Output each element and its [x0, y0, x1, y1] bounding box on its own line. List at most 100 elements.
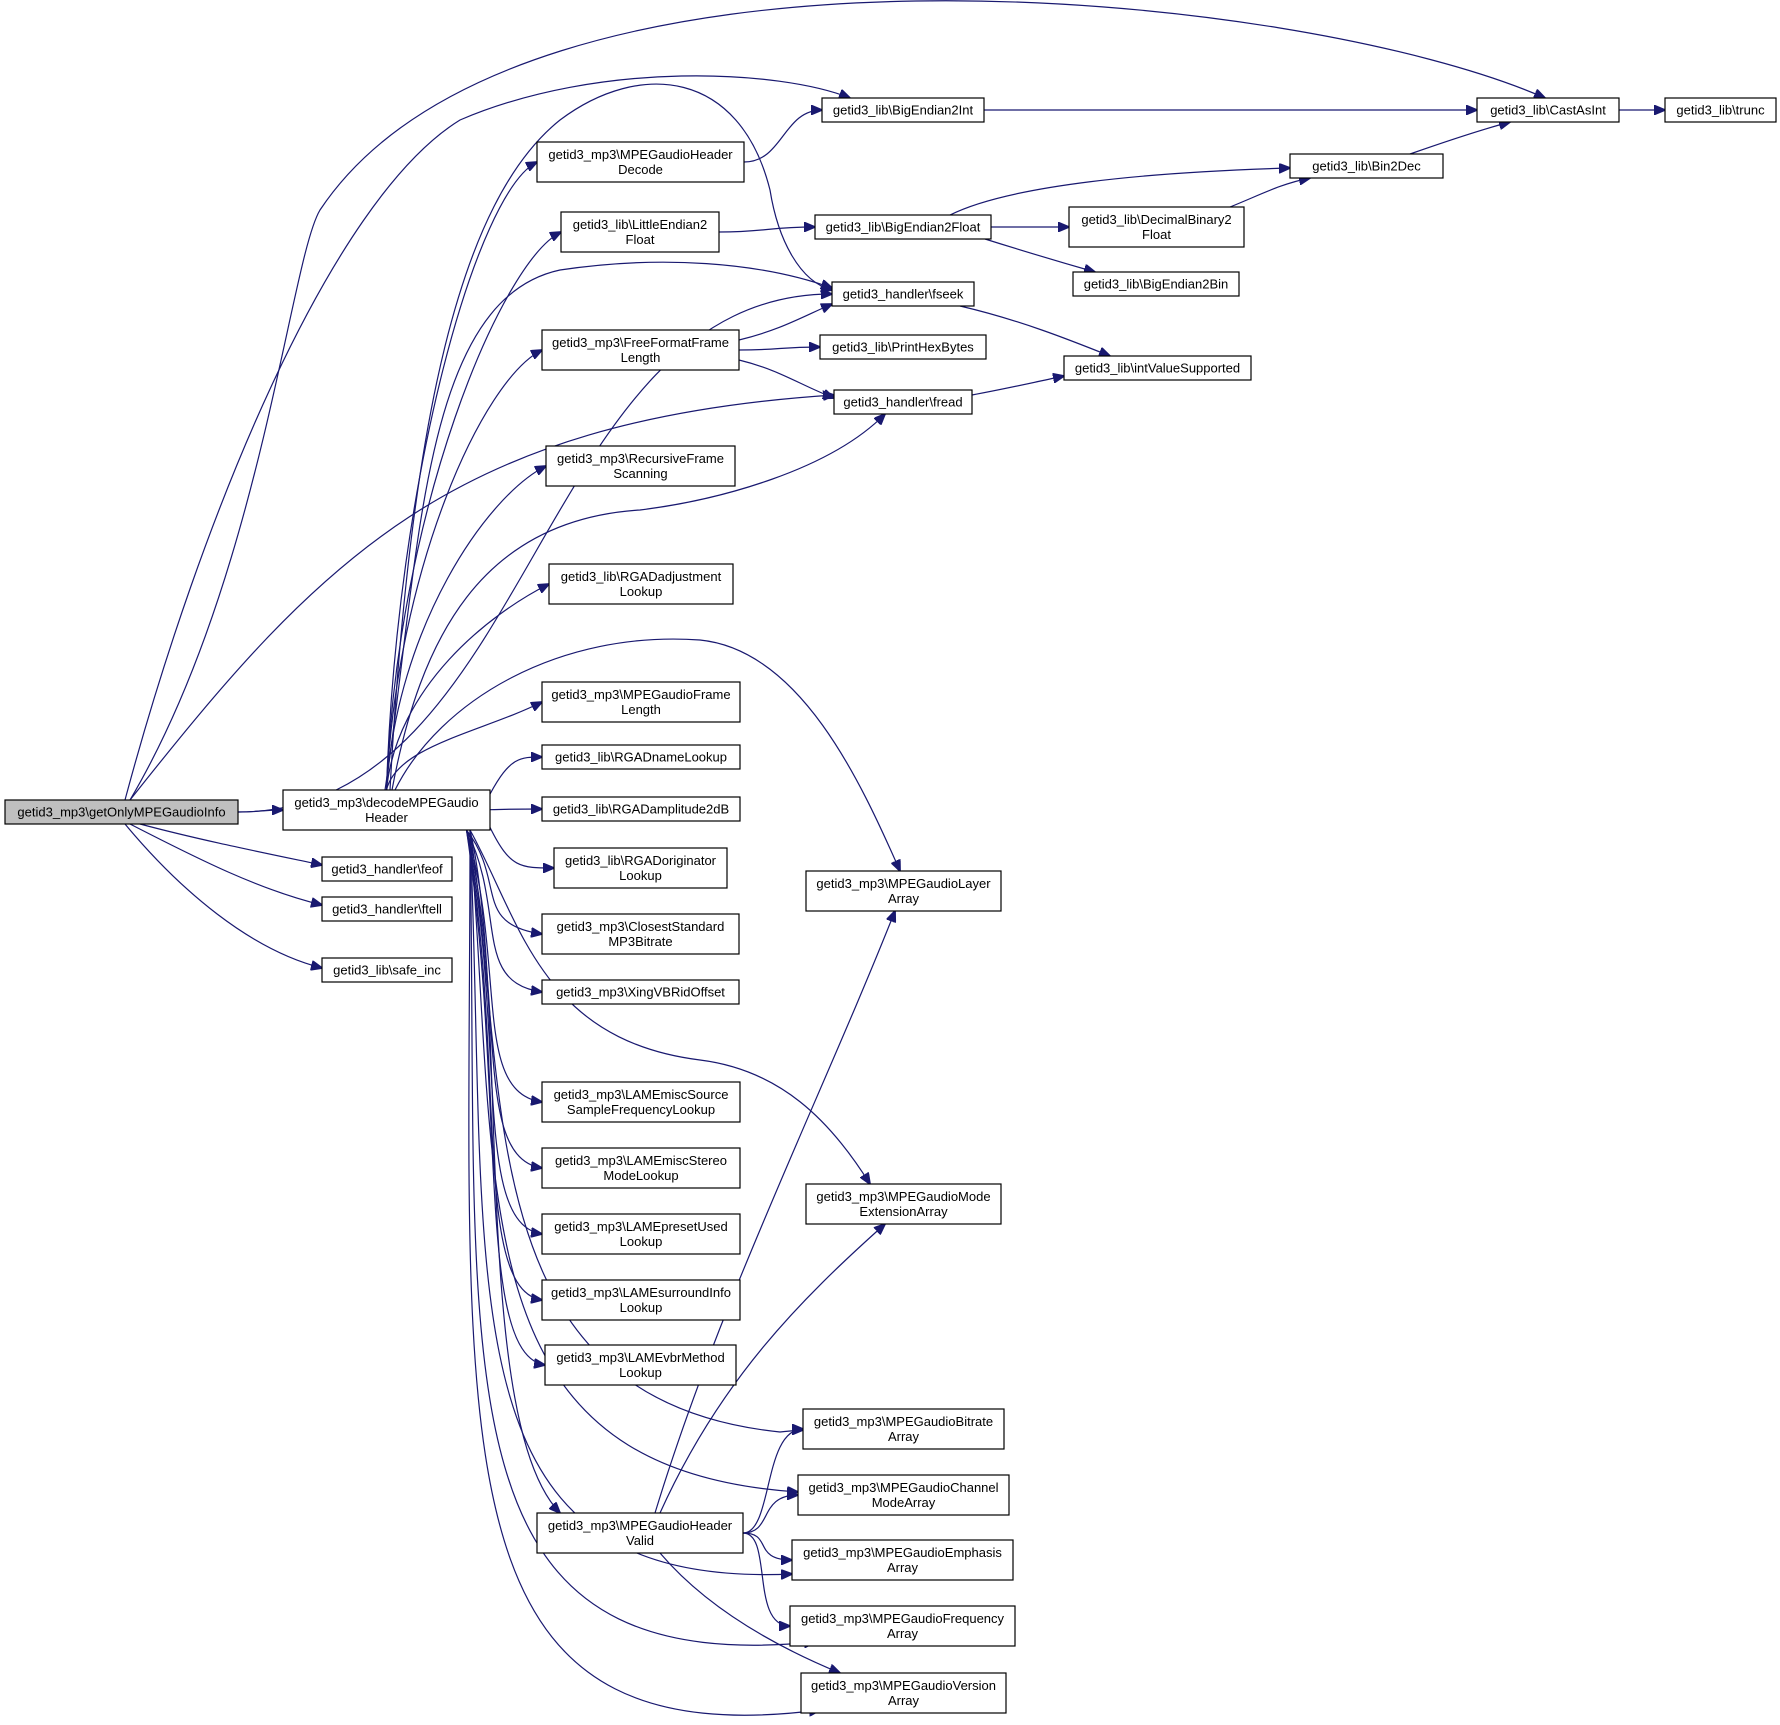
edge-line [489, 757, 542, 795]
node-be2int[interactable]: getid3_lib\BigEndian2Int [821, 97, 985, 123]
node-label: getid3_mp3\MPEGaudioVersion [811, 1678, 996, 1693]
edge-hdrvalid-version [659, 1552, 840, 1673]
edge-line [742, 1429, 803, 1534]
node-bin2dec[interactable]: getid3_lib\Bin2Dec [1289, 153, 1444, 179]
node-label: getid3_mp3\MPEGaudioChannel [808, 1480, 998, 1495]
node-label: getid3_lib\PrintHexBytes [832, 340, 974, 355]
edge-line [465, 829, 543, 1168]
node-safeinc[interactable]: getid3_lib\safe_inc [321, 957, 453, 983]
node-lamesrc[interactable]: getid3_mp3\LAMEmiscSourceSampleFrequency… [541, 1081, 741, 1123]
edge-line [489, 827, 554, 868]
node-xing[interactable]: getid3_mp3\XingVBRidOffset [541, 979, 740, 1005]
node-rganame[interactable]: getid3_lib\RGADnameLookup [541, 744, 741, 770]
edge-root-ftell [129, 823, 322, 905]
node-box [1476, 97, 1620, 123]
node-label: getid3_lib\RGADoriginator [565, 853, 717, 868]
edge-line [394, 638, 900, 871]
node-label: SampleFrequencyLookup [567, 1102, 715, 1117]
node-feof[interactable]: getid3_handler\feof [321, 856, 453, 882]
node-be2float[interactable]: getid3_lib\BigEndian2Float [814, 214, 992, 240]
edge-line [129, 0, 1545, 801]
node-box [802, 1408, 1005, 1450]
node-label: ExtensionArray [859, 1204, 948, 1219]
edge-line [385, 232, 562, 791]
node-rgaamp[interactable]: getid3_lib\RGADamplitude2dB [541, 796, 741, 822]
node-box [321, 856, 453, 882]
node-label: Lookup [620, 1300, 663, 1315]
node-fseek[interactable]: getid3_handler\fseek [831, 281, 975, 307]
node-be2bin[interactable]: getid3_lib\BigEndian2Bin [1072, 271, 1240, 297]
node-box [541, 744, 741, 770]
node-label: getid3_lib\RGADnameLookup [555, 750, 727, 765]
node-label: getid3_mp3\XingVBRidOffset [556, 985, 725, 1000]
edge-root-fseek [237, 294, 832, 813]
edge-line [742, 1532, 792, 1560]
edge-decode-fseek [384, 261, 832, 791]
edge-line [738, 347, 820, 350]
node-box [541, 1279, 741, 1321]
node-box [814, 214, 992, 240]
node-box [4, 799, 239, 825]
edge-hdrdecode-be2int [743, 110, 822, 163]
node-trunc[interactable]: getid3_lib\trunc [1664, 97, 1777, 123]
edge-line [129, 823, 322, 905]
edge-line [466, 829, 543, 934]
edge-bin2dec-castasint [1409, 122, 1510, 155]
node-box [541, 329, 740, 371]
node-label: getid3_mp3\decodeMPEGaudio [294, 795, 478, 810]
node-ftell[interactable]: getid3_handler\ftell [321, 896, 453, 922]
node-label: getid3_lib\LittleEndian2 [573, 217, 707, 232]
node-label: getid3_lib\Bin2Dec [1312, 159, 1421, 174]
node-castasint[interactable]: getid3_lib\CastAsInt [1476, 97, 1620, 123]
edge-decode-framelen [385, 702, 543, 791]
node-box [541, 681, 741, 723]
node-printhex[interactable]: getid3_lib\PrintHexBytes [819, 334, 987, 360]
edge-line [465, 829, 546, 1365]
node-box [800, 1672, 1007, 1714]
node-label: getid3_mp3\MPEGaudioBitrate [814, 1414, 993, 1429]
node-label: Array [887, 1560, 919, 1575]
edge-line [742, 1495, 798, 1534]
node-root[interactable]: getid3_mp3\getOnlyMPEGaudioInfo [4, 799, 239, 825]
edge-decode-closest [466, 829, 543, 934]
edge-fread-intvalue [971, 376, 1064, 396]
node-intvalue[interactable]: getid3_lib\intValueSupported [1063, 355, 1252, 381]
edge-line [984, 238, 1095, 272]
node-label: getid3_mp3\LAMEvbrMethod [556, 1350, 724, 1365]
node-label: Float [626, 232, 655, 247]
node-label: getid3_mp3\MPEGaudioFrequency [801, 1611, 1005, 1626]
edge-line [465, 829, 543, 1300]
node-box [541, 796, 741, 822]
node-box [805, 870, 1002, 912]
edge-decode-modeext [469, 829, 870, 1184]
node-fread[interactable]: getid3_handler\fread [833, 389, 973, 415]
edge-root-fread [129, 395, 834, 801]
edge-root-safeinc [124, 823, 322, 968]
edge-decode-rgaorig [489, 827, 554, 868]
node-box [541, 1213, 741, 1255]
node-label: ModeArray [872, 1495, 936, 1510]
edge-decode-be2int [389, 83, 832, 791]
